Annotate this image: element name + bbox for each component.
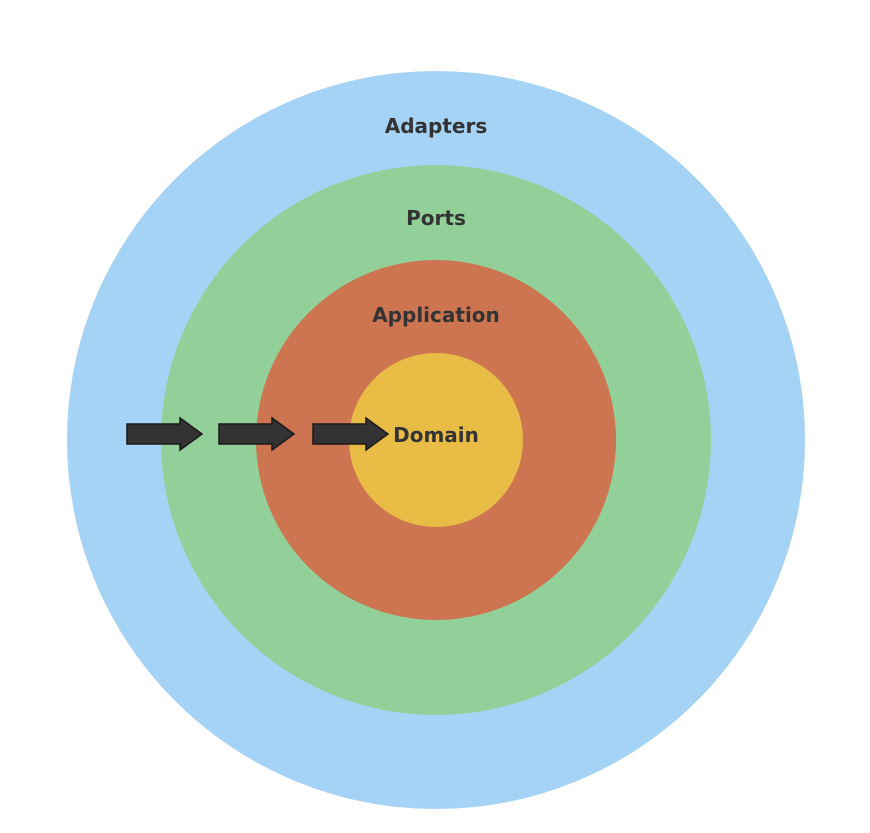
arrow-adapters-to-ports: [126, 416, 204, 452]
domain-label: Domain: [393, 423, 479, 447]
adapters-label: Adapters: [385, 114, 488, 138]
arrow-application-to-domain: [312, 416, 390, 452]
arrow-ports-to-application: [218, 416, 296, 452]
ports-label: Ports: [406, 206, 466, 230]
domain-layer-circle: [349, 353, 523, 527]
application-label: Application: [372, 303, 500, 327]
